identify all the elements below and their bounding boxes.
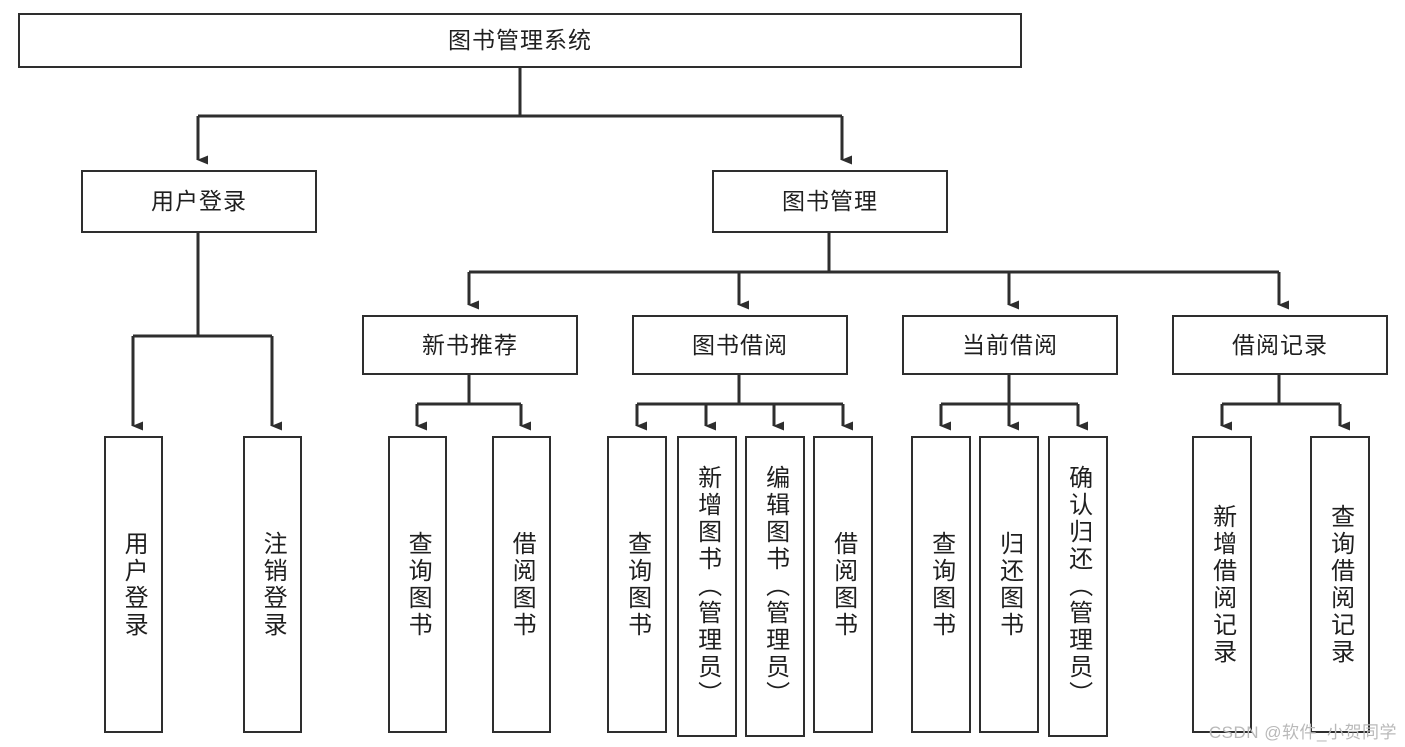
node-leaf-return-book-label: 归还图书 <box>995 530 1023 639</box>
node-leaf-borrow-book-1[interactable]: 借阅图书 <box>492 436 551 733</box>
node-current-borrow-label: 当前借阅 <box>962 331 1058 358</box>
node-book-management-label: 图书管理 <box>782 188 878 215</box>
node-leaf-logout-login-label: 注销登录 <box>259 530 287 639</box>
node-leaf-borrow-book-2-label: 借阅图书 <box>829 530 857 639</box>
node-book-borrow[interactable]: 图书借阅 <box>632 315 848 375</box>
node-leaf-borrow-book-2[interactable]: 借阅图书 <box>813 436 873 733</box>
node-leaf-query-book-2[interactable]: 查询图书 <box>607 436 667 733</box>
node-book-borrow-label: 图书借阅 <box>692 331 788 358</box>
node-user-login[interactable]: 用户登录 <box>81 170 317 233</box>
node-leaf-logout-login[interactable]: 注销登录 <box>243 436 302 733</box>
node-leaf-query-record-label: 查询借阅记录 <box>1326 503 1354 666</box>
node-borrow-record-label: 借阅记录 <box>1232 331 1328 358</box>
node-leaf-borrow-book-1-label: 借阅图书 <box>508 530 536 639</box>
node-book-management[interactable]: 图书管理 <box>712 170 948 233</box>
node-root-label: 图书管理系统 <box>448 27 592 54</box>
node-leaf-add-record[interactable]: 新增借阅记录 <box>1192 436 1252 733</box>
node-root[interactable]: 图书管理系统 <box>18 13 1022 68</box>
node-current-borrow[interactable]: 当前借阅 <box>902 315 1118 375</box>
node-leaf-edit-book-label: 编辑图书（管理员） <box>761 465 789 708</box>
node-leaf-confirm-return-label: 确认归还（管理员） <box>1064 465 1092 708</box>
node-leaf-query-record[interactable]: 查询借阅记录 <box>1310 436 1370 733</box>
node-leaf-return-book[interactable]: 归还图书 <box>979 436 1039 733</box>
node-leaf-user-login-label: 用户登录 <box>120 530 148 639</box>
node-new-book-recommend[interactable]: 新书推荐 <box>362 315 578 375</box>
node-leaf-edit-book[interactable]: 编辑图书（管理员） <box>745 436 805 737</box>
node-leaf-user-login[interactable]: 用户登录 <box>104 436 163 733</box>
node-leaf-query-book-1-label: 查询图书 <box>404 530 432 639</box>
node-leaf-query-book-3-label: 查询图书 <box>927 530 955 639</box>
node-leaf-add-book[interactable]: 新增图书（管理员） <box>677 436 737 737</box>
node-new-book-recommend-label: 新书推荐 <box>422 331 518 358</box>
node-leaf-add-record-label: 新增借阅记录 <box>1208 503 1236 666</box>
csdn-watermark: CSDN @软件_小贺同学 <box>1208 723 1397 742</box>
node-user-login-label: 用户登录 <box>151 188 247 215</box>
node-leaf-query-book-1[interactable]: 查询图书 <box>388 436 447 733</box>
node-leaf-query-book-2-label: 查询图书 <box>623 530 651 639</box>
node-leaf-confirm-return[interactable]: 确认归还（管理员） <box>1048 436 1108 737</box>
node-leaf-add-book-label: 新增图书（管理员） <box>693 465 721 708</box>
node-leaf-query-book-3[interactable]: 查询图书 <box>911 436 971 733</box>
node-borrow-record[interactable]: 借阅记录 <box>1172 315 1388 375</box>
